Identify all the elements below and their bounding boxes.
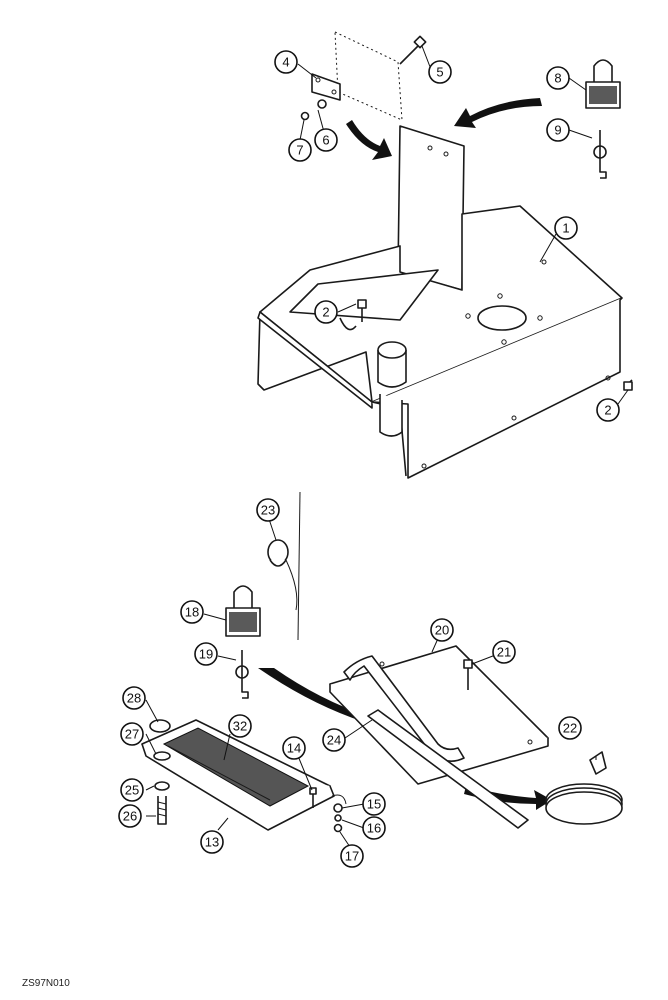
svg-text:22: 22: [563, 721, 577, 736]
callout-22: 22: [558, 716, 582, 740]
padlock-icon: [585, 59, 621, 109]
callout-9: 9: [546, 118, 570, 142]
svg-text:9: 9: [554, 123, 561, 138]
callout-15: 15: [362, 792, 386, 816]
figure-code: ZS97N010: [22, 978, 70, 989]
callout-26: 26: [118, 804, 142, 828]
side-panel-edge: [285, 491, 301, 641]
seal-strip-icon: [367, 709, 529, 829]
svg-text:27: 27: [125, 727, 139, 742]
step-bracket-icon: [141, 719, 335, 831]
bolt-icon: [154, 781, 170, 825]
svg-text:23: 23: [261, 503, 275, 518]
svg-text:19: 19: [199, 647, 213, 662]
callout-13: 13: [200, 830, 224, 854]
svg-text:17: 17: [345, 849, 359, 864]
svg-text:20: 20: [435, 623, 449, 638]
nut-icon: [149, 719, 171, 761]
plug-icon: [267, 539, 289, 567]
svg-text:26: 26: [123, 809, 137, 824]
svg-text:2: 2: [604, 403, 611, 418]
callout-21: 21: [492, 640, 516, 664]
svg-text:24: 24: [327, 733, 341, 748]
callout-2-right: 2: [596, 398, 620, 422]
callout-5: 5: [428, 60, 452, 84]
callout-25: 25: [120, 778, 144, 802]
callout-16: 16: [362, 816, 386, 840]
hasp-plate-icon: [300, 73, 341, 121]
svg-text:14: 14: [287, 741, 301, 756]
callout-8: 8: [546, 66, 570, 90]
svg-text:8: 8: [554, 71, 561, 86]
screw-icon: [399, 35, 427, 65]
callout-28: 28: [122, 686, 146, 710]
callout-24: 23: [256, 498, 280, 522]
svg-text:32: 32: [233, 719, 247, 734]
padlock-lower-icon: [225, 585, 261, 637]
callout-1: 1: [554, 216, 578, 240]
svg-text:21: 21: [497, 645, 511, 660]
install-arrow-icon: [346, 98, 542, 160]
svg-text:6: 6: [322, 133, 329, 148]
callout-6: 6: [314, 128, 338, 152]
cable-coil-icon: [545, 751, 623, 825]
svg-text:13: 13: [205, 835, 219, 850]
callout-20: 20: [430, 618, 454, 642]
callout-27: 27: [120, 722, 144, 746]
callout-23: 24: [322, 728, 346, 752]
svg-text:2: 2: [322, 305, 329, 320]
key-lower-icon: [235, 650, 249, 699]
svg-text:18: 18: [185, 605, 199, 620]
callout-2-top: 2: [314, 300, 338, 324]
callout-14: 14: [282, 736, 306, 760]
callout-7: 7: [288, 138, 312, 162]
svg-text:28: 28: [127, 691, 141, 706]
svg-text:16: 16: [367, 821, 381, 836]
svg-text:25: 25: [125, 783, 139, 798]
callout-19: 19: [194, 642, 218, 666]
cover-bolt-icon: [339, 299, 633, 391]
svg-text:7: 7: [296, 143, 303, 158]
callout-32: 32: [228, 714, 252, 738]
lock-bracket-faint: [334, 31, 403, 121]
svg-text:5: 5: [436, 65, 443, 80]
access-cover-icon: [329, 645, 549, 785]
svg-text:4: 4: [282, 55, 289, 70]
console-cover-icon: [257, 125, 623, 479]
key-icon: [593, 130, 607, 179]
svg-text:15: 15: [367, 797, 381, 812]
small-hardware-icon: [309, 787, 347, 833]
callout-18: 18: [180, 600, 204, 624]
svg-text:1: 1: [562, 221, 569, 236]
callout-17: 17: [340, 844, 364, 868]
callout-4: 4: [274, 50, 298, 74]
